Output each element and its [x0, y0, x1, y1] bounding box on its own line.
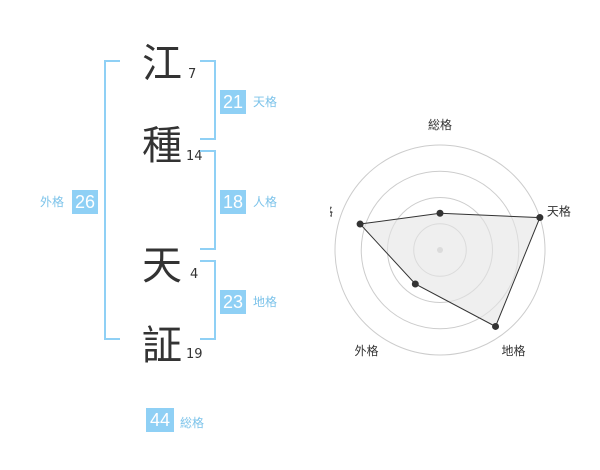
radar-axis-label-4: 外格: [355, 343, 379, 358]
radar-axis-label-2: 天格: [547, 203, 571, 218]
name-char-4: 証: [142, 323, 182, 369]
jinkaku-bracket: [200, 150, 216, 250]
radar-area: [359, 212, 541, 328]
radar-ring-4: [334, 144, 546, 356]
soukaku-label: 総格: [180, 416, 205, 430]
radar-point-2: [536, 214, 544, 222]
stroke-count-4: 19: [186, 347, 203, 362]
radar-points: [356, 209, 544, 330]
jinkaku-label: 人格: [253, 195, 278, 209]
chikaku-label: 地格: [253, 295, 278, 309]
radar-axis-label-5: 人格: [330, 203, 333, 218]
gaikaku-value: 26: [72, 190, 98, 214]
radar-axis-label-1: 総格: [428, 117, 452, 132]
stroke-count-2: 14: [186, 149, 203, 164]
radar-point-4: [411, 280, 419, 288]
gaikaku-bracket: [104, 60, 120, 340]
chikaku-bracket: [200, 260, 216, 340]
chikaku-value: 23: [220, 290, 246, 314]
jinkaku-value: 18: [220, 190, 246, 214]
gaikaku-label: 外格: [40, 195, 65, 209]
radar-point-5: [356, 220, 364, 228]
radar-point-1: [436, 209, 444, 217]
radar-axis-label-3: 地格: [501, 343, 525, 358]
radar-point-3: [492, 322, 500, 330]
soukaku-value: 44: [146, 408, 174, 432]
stroke-count-1: 7: [188, 67, 197, 82]
name-char-3: 天: [142, 243, 182, 289]
tenkaku-bracket: [200, 60, 216, 140]
name-char-2: 種: [142, 123, 182, 169]
stroke-count-3: 4: [190, 267, 199, 282]
tenkaku-value: 21: [220, 90, 246, 114]
name-char-1: 江: [142, 41, 182, 87]
tenkaku-label: 天格: [253, 95, 278, 109]
